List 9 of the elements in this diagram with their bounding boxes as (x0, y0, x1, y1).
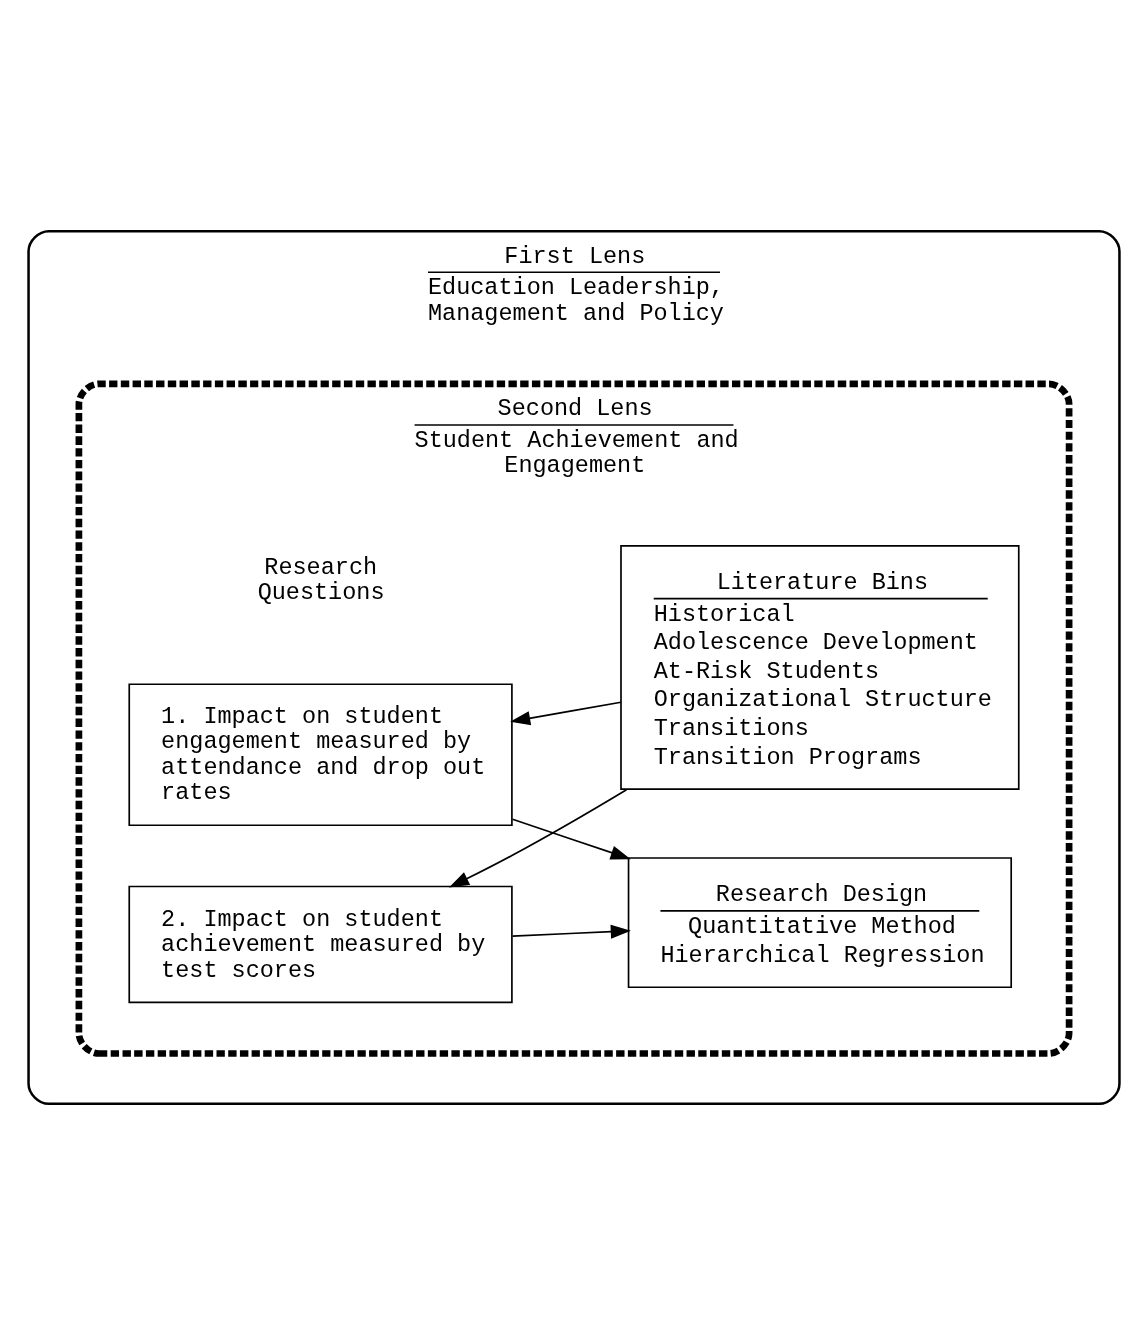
label: Research Questions (257, 553, 385, 606)
node-box: 2. Impact on student achievement measured by test scores (128, 885, 513, 1003)
arrow (511, 817, 631, 859)
arrow (510, 700, 622, 725)
node-box: Research Design Quantitative Method Hierarchical Regression (627, 856, 1013, 988)
node-box: Literature Bins Historical Adolescence Development At-Risk Students Organizational Structure Transitions Transition Programs (620, 544, 1020, 790)
arrow (511, 924, 631, 939)
node-box: 1. Impact on student engagement measured by attendance and drop out rates (128, 682, 513, 826)
arrow (448, 788, 628, 887)
